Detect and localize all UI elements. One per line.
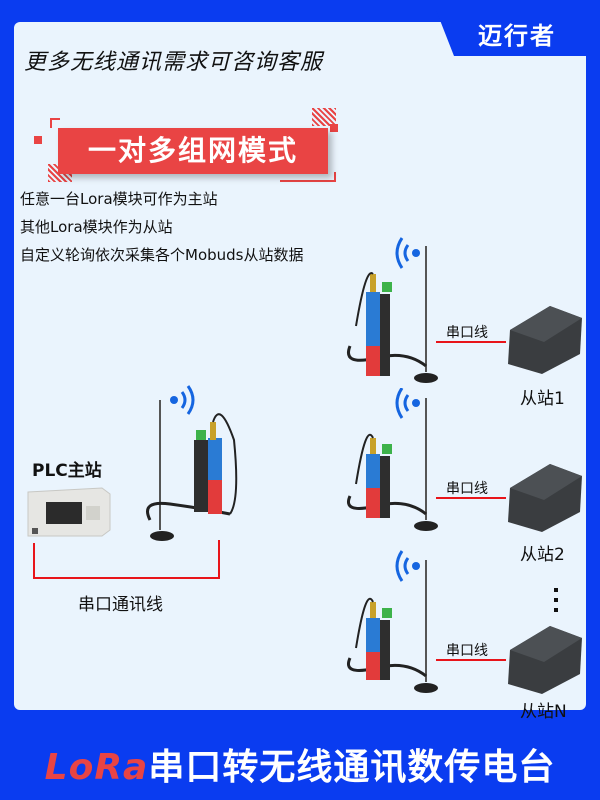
description-line: 自定义轮询依次采集各个Mobuds从站数据	[20, 246, 304, 264]
modem-body	[194, 440, 210, 512]
slave-label: 从站1	[520, 389, 565, 409]
mode-title: 一对多组网模式	[87, 134, 298, 167]
slave-radio-assembly	[347, 237, 438, 383]
master-radio-assembly	[146, 385, 238, 541]
slave-device-icon	[508, 626, 582, 694]
antenna-base-icon	[414, 373, 438, 383]
mode-box	[58, 128, 328, 174]
slave-radio-assembly	[347, 550, 438, 693]
master-cable-label: 串口通讯线	[78, 595, 163, 615]
brand-tab	[436, 10, 600, 56]
mode-banner: 一对多组网模式	[30, 108, 350, 188]
hatch-decoration	[312, 108, 336, 126]
subtitle: 更多无线通讯需求可咨询客服	[24, 50, 324, 75]
footer-lora: LoRa	[44, 747, 149, 788]
square-decoration	[330, 124, 338, 132]
slave-cable	[436, 497, 506, 499]
slave-cable-label: 串口线	[446, 481, 488, 497]
master-cable	[33, 577, 220, 579]
slave-cable-label: 串口线	[446, 325, 488, 341]
description-line: 其他Lora模块作为从站	[20, 218, 173, 236]
antenna-base-icon	[150, 531, 174, 541]
antenna-base-icon	[414, 521, 438, 531]
slave-label: 从站N	[520, 702, 567, 722]
signal-wave-icon	[170, 385, 195, 415]
slave-device-icon	[508, 306, 582, 374]
bracket-decoration	[50, 118, 60, 128]
slave-cable	[436, 659, 506, 661]
description-line: 任意一台Lora模块可作为主站	[20, 190, 218, 208]
slave-device-icon	[508, 464, 582, 532]
signal-wave-icon	[395, 237, 420, 269]
master-cable	[33, 543, 35, 579]
master-cable	[218, 540, 220, 578]
bracket-decoration	[280, 172, 336, 182]
footer-title: LoRa串口转无线通讯数传电台	[0, 738, 600, 790]
square-decoration	[34, 136, 42, 144]
brand-logo: 迈行者	[478, 22, 556, 50]
signal-wave-icon	[395, 550, 420, 582]
footer-text: 串口转无线通讯数传电台	[148, 747, 556, 788]
signal-wave-icon	[395, 388, 420, 419]
plc-master-label: PLC主站	[32, 461, 102, 481]
antenna-base-icon	[414, 683, 438, 693]
slave-cable	[436, 341, 506, 343]
more-slaves-ellipsis	[554, 588, 560, 618]
plc-device-icon	[27, 487, 111, 537]
slave-radio-assembly	[347, 388, 438, 531]
slave-label: 从站2	[520, 545, 565, 565]
slave-cable-label: 串口线	[446, 643, 488, 659]
